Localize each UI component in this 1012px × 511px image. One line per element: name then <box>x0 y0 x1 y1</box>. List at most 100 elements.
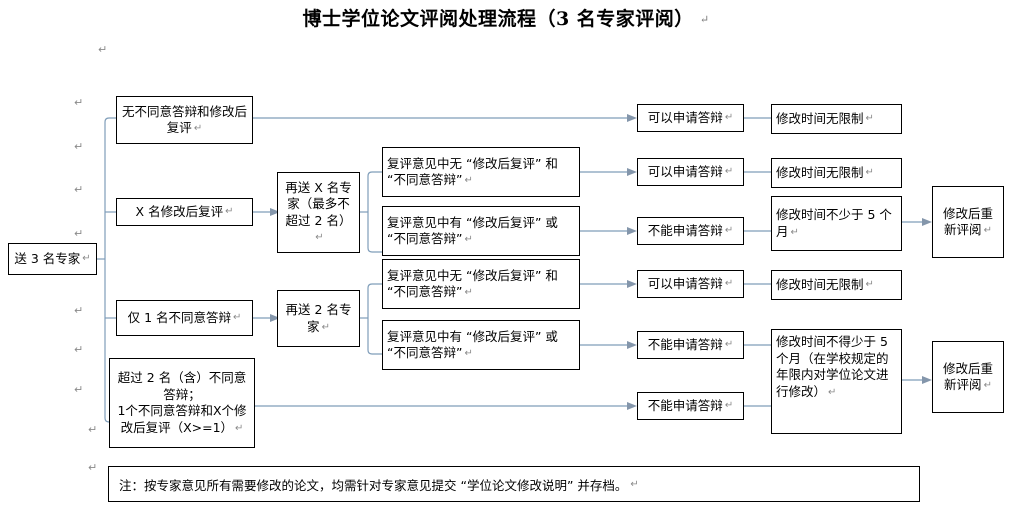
footnote-box: 注：按专家意见所有需要修改的论文，均需针对专家意见提交 “学位论文修改说明” 并… <box>108 466 920 502</box>
outcome-box-6[interactable]: 不能申请答辩↵ <box>637 392 744 420</box>
resend-box-2[interactable]: 再送 2 名专家↵ <box>277 290 360 347</box>
pilcrow-mark: ↵ <box>225 206 234 218</box>
pilcrow-mark: ↵ <box>865 113 874 125</box>
pilcrow-mark: ↵ <box>630 478 639 490</box>
pilcrow-mark: ↵ <box>98 43 108 56</box>
review-box-1[interactable]: 复评意见中无 “修改后复评” 和 “不同意答辩”↵ <box>382 147 580 197</box>
outcome-label-3: 不能申请答辩 <box>647 222 723 238</box>
arrowhead <box>627 280 637 288</box>
pilcrow-mark: ↵ <box>193 123 203 134</box>
review-box-2[interactable]: 复评意见中有 “修改后复评” 或 “不同意答辩”↵ <box>382 206 580 256</box>
resend-box-1[interactable]: 再送 X 名专家（最多不超过 2 名） ↵ <box>277 172 360 253</box>
outcome-label-6: 不能申请答辩 <box>647 397 723 413</box>
branch-box-4[interactable]: 超过 2 名（含）不同意答辩； 1个不同意答辩和X个修改后复评（X>=1）↵ <box>109 358 255 448</box>
outcome-label-5: 不能申请答辩 <box>647 336 723 352</box>
pilcrow-mark: ↵ <box>74 383 84 396</box>
duration-label-3: 修改时间不少于 5 个月 <box>776 207 892 239</box>
outcome-box-1[interactable]: 可以申请答辩↵ <box>637 104 744 132</box>
start-label: 送 3 名专家 <box>14 250 81 266</box>
resend-label-1: 再送 X 名专家（最多不超过 2 名） <box>285 179 352 228</box>
pilcrow-mark: ↵ <box>74 183 84 196</box>
pilcrow-mark: ↵ <box>88 461 98 474</box>
wire-spine-to-b4 <box>104 417 116 423</box>
page-title: 博士学位论文评阅处理流程（3 名专家评阅） ↵ <box>0 4 1012 31</box>
pilcrow-mark: ↵ <box>74 343 84 356</box>
pilcrow-mark: ↵ <box>74 227 84 240</box>
wire-spine-to-b1 <box>104 117 116 123</box>
pilcrow-mark: ↵ <box>865 167 874 179</box>
pilcrow-mark: ↵ <box>464 234 473 245</box>
pilcrow-mark: ↵ <box>724 225 734 237</box>
review-box-4[interactable]: 复评意见中有 “修改后复评” 或 “不同意答辩”↵ <box>382 320 580 370</box>
pilcrow-mark: ↵ <box>724 278 734 290</box>
review-label-3: 复评意见中无 “修改后复评” 和 “不同意答辩” <box>387 267 558 300</box>
branch-box-1[interactable]: 无不同意答辩和修改后复评↵ <box>116 96 253 144</box>
start-box[interactable]: 送 3 名专家↵ <box>8 243 97 275</box>
arrowhead <box>922 218 932 226</box>
pilcrow-mark: ↵ <box>724 400 734 412</box>
pilcrow-mark: ↵ <box>983 380 992 391</box>
arrowhead <box>627 168 637 176</box>
outcome-label-2: 可以申请答辩 <box>647 163 723 179</box>
pilcrow-mark: ↵ <box>865 279 874 291</box>
arrowhead <box>270 208 280 216</box>
branch-label-3: 仅 1 名不同意答辩 <box>127 309 231 325</box>
pilcrow-mark: ↵ <box>699 13 710 26</box>
duration-label-1: 修改时间无限制 <box>776 110 864 126</box>
review-label-1: 复评意见中无 “修改后复评” 和 “不同意答辩” <box>387 155 558 188</box>
pilcrow-mark: ↵ <box>828 386 837 398</box>
rereview-box-2[interactable]: 修改后重新评阅↵ <box>932 341 1004 413</box>
pilcrow-mark: ↵ <box>464 175 473 186</box>
wire-r2-to-v4 <box>367 349 382 355</box>
duration-box-4[interactable]: 修改时间无限制↵ <box>771 270 902 300</box>
duration-box-2[interactable]: 修改时间无限制↵ <box>771 158 902 188</box>
pilcrow-mark: ↵ <box>983 225 992 236</box>
footnote-text: 注：按专家意见所有需要修改的论文，均需针对专家意见提交 “学位论文修改说明” 并… <box>119 477 628 493</box>
duration-box-1[interactable]: 修改时间无限制↵ <box>771 104 902 134</box>
duration-label-5: 修改时间不得少于 5 个月（在学校规定的年限内对学位论文进行修改） <box>776 334 889 399</box>
pilcrow-mark: ↵ <box>88 423 98 436</box>
pilcrow-mark: ↵ <box>233 312 242 324</box>
branch-label-2: X 名修改后复评 <box>135 203 224 219</box>
arrowhead <box>627 402 637 410</box>
review-label-4: 复评意见中有 “修改后复评” 或 “不同意答辩” <box>387 328 558 361</box>
review-label-2: 复评意见中有 “修改后复评” 或 “不同意答辩” <box>387 214 558 247</box>
pilcrow-mark: ↵ <box>724 112 734 124</box>
duration-box-5[interactable]: 修改时间不得少于 5 个月（在学校规定的年限内对学位论文进行修改）↵ <box>771 329 902 434</box>
rereview-box-1[interactable]: 修改后重新评阅↵ <box>932 186 1004 258</box>
page-title-text: 博士学位论文评阅处理流程（3 名专家评阅） <box>302 8 694 30</box>
wire-r1-to-v2 <box>367 247 382 253</box>
arrowhead <box>627 227 637 235</box>
outcome-label-1: 可以申请答辩 <box>647 109 723 125</box>
arrowhead <box>922 376 932 384</box>
pilcrow-mark: ↵ <box>315 232 324 243</box>
rereview-label-1: 修改后重新评阅 <box>942 205 993 238</box>
outcome-box-3[interactable]: 不能申请答辩↵ <box>637 217 744 245</box>
arrowhead <box>627 114 637 122</box>
duration-box-3[interactable]: 修改时间不少于 5 个月↵ <box>771 196 902 251</box>
review-box-3[interactable]: 复评意见中无 “修改后复评” 和 “不同意答辩”↵ <box>382 259 580 309</box>
duration-label-2: 修改时间无限制 <box>776 164 864 180</box>
arrowhead <box>627 341 637 349</box>
pilcrow-mark: ↵ <box>74 140 84 153</box>
pilcrow-mark: ↵ <box>464 287 473 298</box>
wire-r2-to-v3 <box>367 283 382 289</box>
outcome-box-4[interactable]: 可以申请答辩↵ <box>637 270 744 298</box>
outcome-box-5[interactable]: 不能申请答辩↵ <box>637 331 744 359</box>
branch-box-3[interactable]: 仅 1 名不同意答辩↵ <box>116 300 253 336</box>
branch-label-4: 超过 2 名（含）不同意答辩； 1个不同意答辩和X个修改后复评（X>=1） <box>117 370 247 435</box>
pilcrow-mark: ↵ <box>724 166 734 178</box>
pilcrow-mark: ↵ <box>321 321 330 333</box>
pilcrow-mark: ↵ <box>235 422 244 434</box>
outcome-box-2[interactable]: 可以申请答辩↵ <box>637 158 744 186</box>
pilcrow-mark: ↵ <box>74 304 84 317</box>
arrowhead <box>270 314 280 322</box>
branch-label-1: 无不同意答辩和修改后复评 <box>121 103 247 136</box>
duration-label-4: 修改时间无限制 <box>776 276 864 292</box>
wire-r1-to-v1 <box>367 171 382 177</box>
pilcrow-mark: ↵ <box>724 339 734 351</box>
pilcrow-mark: ↵ <box>464 348 473 359</box>
branch-box-2[interactable]: X 名修改后复评↵ <box>116 198 253 226</box>
pilcrow-mark: ↵ <box>790 226 799 238</box>
